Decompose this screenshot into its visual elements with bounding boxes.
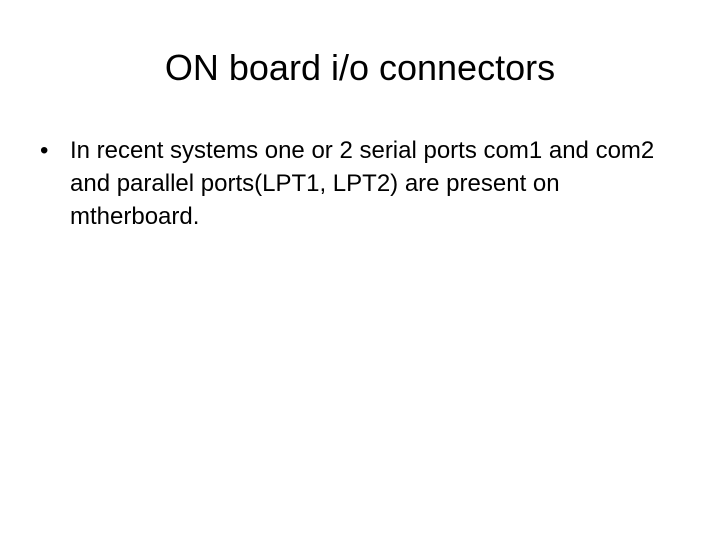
bullet-text: In recent systems one or 2 serial ports …	[70, 137, 655, 230]
bullet-list: • In recent systems one or 2 serial port…	[36, 134, 656, 233]
bullet-marker: •	[40, 137, 49, 164]
slide-title: ON board i/o connectors	[164, 47, 556, 88]
bullet-item: • In recent systems one or 2 serial port…	[36, 134, 656, 233]
